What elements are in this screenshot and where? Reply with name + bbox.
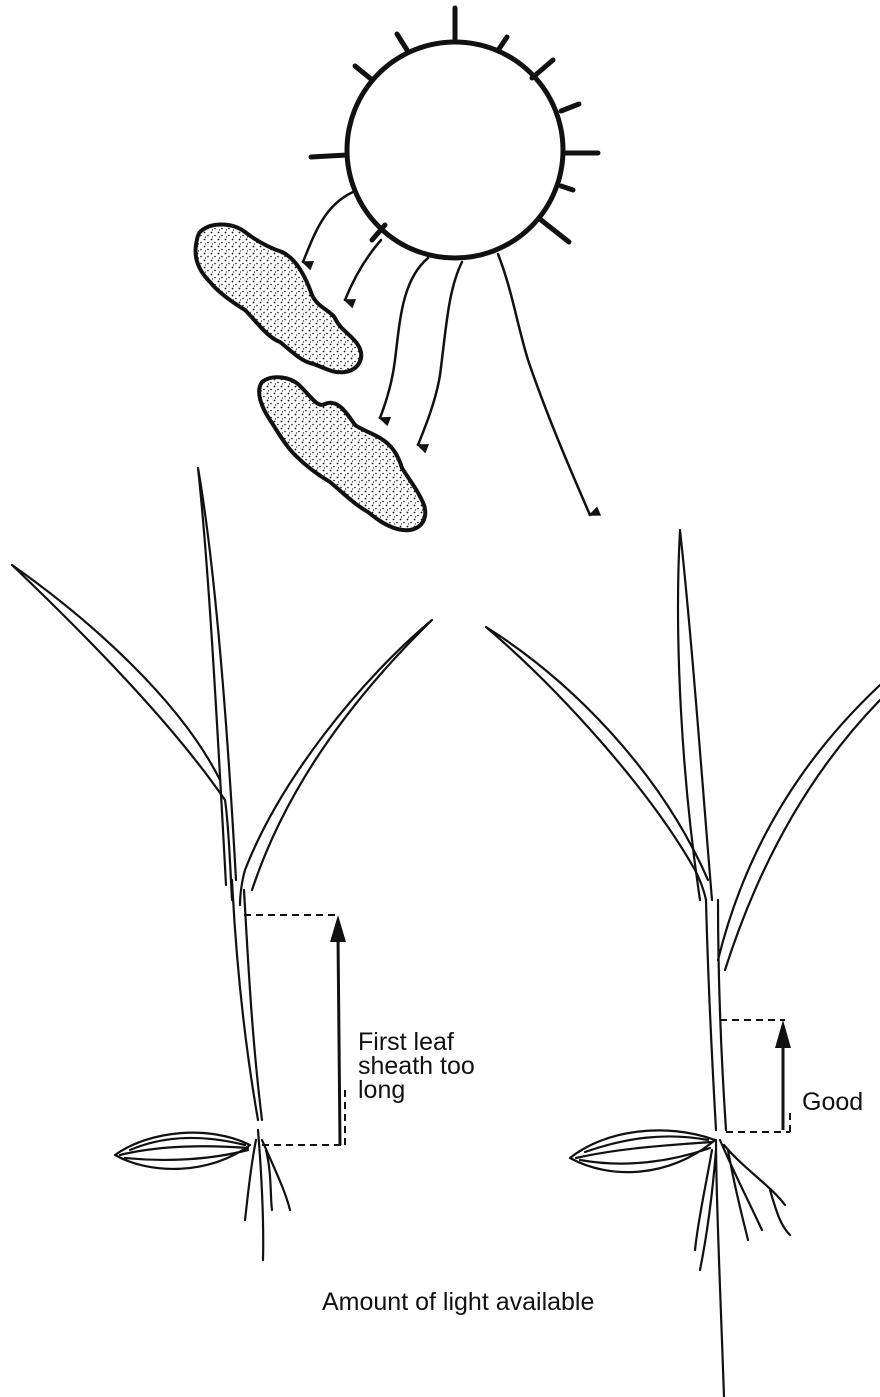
left-measurement <box>244 915 346 1145</box>
right-central-leaf <box>678 530 712 900</box>
sun-rays <box>311 8 598 242</box>
good-label: Good <box>802 1090 863 1114</box>
left-roots <box>245 1130 290 1260</box>
right-measurement <box>720 1020 791 1132</box>
light-arrow-5 <box>498 254 590 515</box>
light-arrow-3 <box>380 258 428 418</box>
right-leaf-left <box>486 627 708 900</box>
right-seedling <box>486 530 880 1397</box>
right-roots <box>695 1140 790 1397</box>
first-leaf-sheath-label: First leaf sheath too long <box>358 1030 508 1102</box>
light-arrow-2 <box>345 240 381 300</box>
right-leaf-right <box>718 685 880 970</box>
right-seed <box>570 1130 715 1172</box>
left-seed <box>115 1133 250 1169</box>
first-leaf-line-3: long <box>358 1078 508 1102</box>
cloud-icon-lower <box>259 377 425 530</box>
sun-icon <box>311 8 598 258</box>
left-leaf-left <box>12 565 232 900</box>
first-leaf-line-1: First leaf <box>358 1030 508 1054</box>
left-measure-arrow <box>338 935 340 1145</box>
right-stem <box>706 900 726 1130</box>
diagram-caption: Amount of light available <box>322 1290 594 1314</box>
left-seedling <box>12 468 432 1260</box>
cloud-icon-upper <box>196 225 362 373</box>
light-arrow-1 <box>303 192 353 262</box>
light-arrow-4 <box>418 262 462 445</box>
left-leaf-right <box>240 620 432 905</box>
first-leaf-line-2: sheath too <box>358 1054 508 1078</box>
sun-disc <box>347 42 563 258</box>
left-central-leaf <box>198 468 236 885</box>
